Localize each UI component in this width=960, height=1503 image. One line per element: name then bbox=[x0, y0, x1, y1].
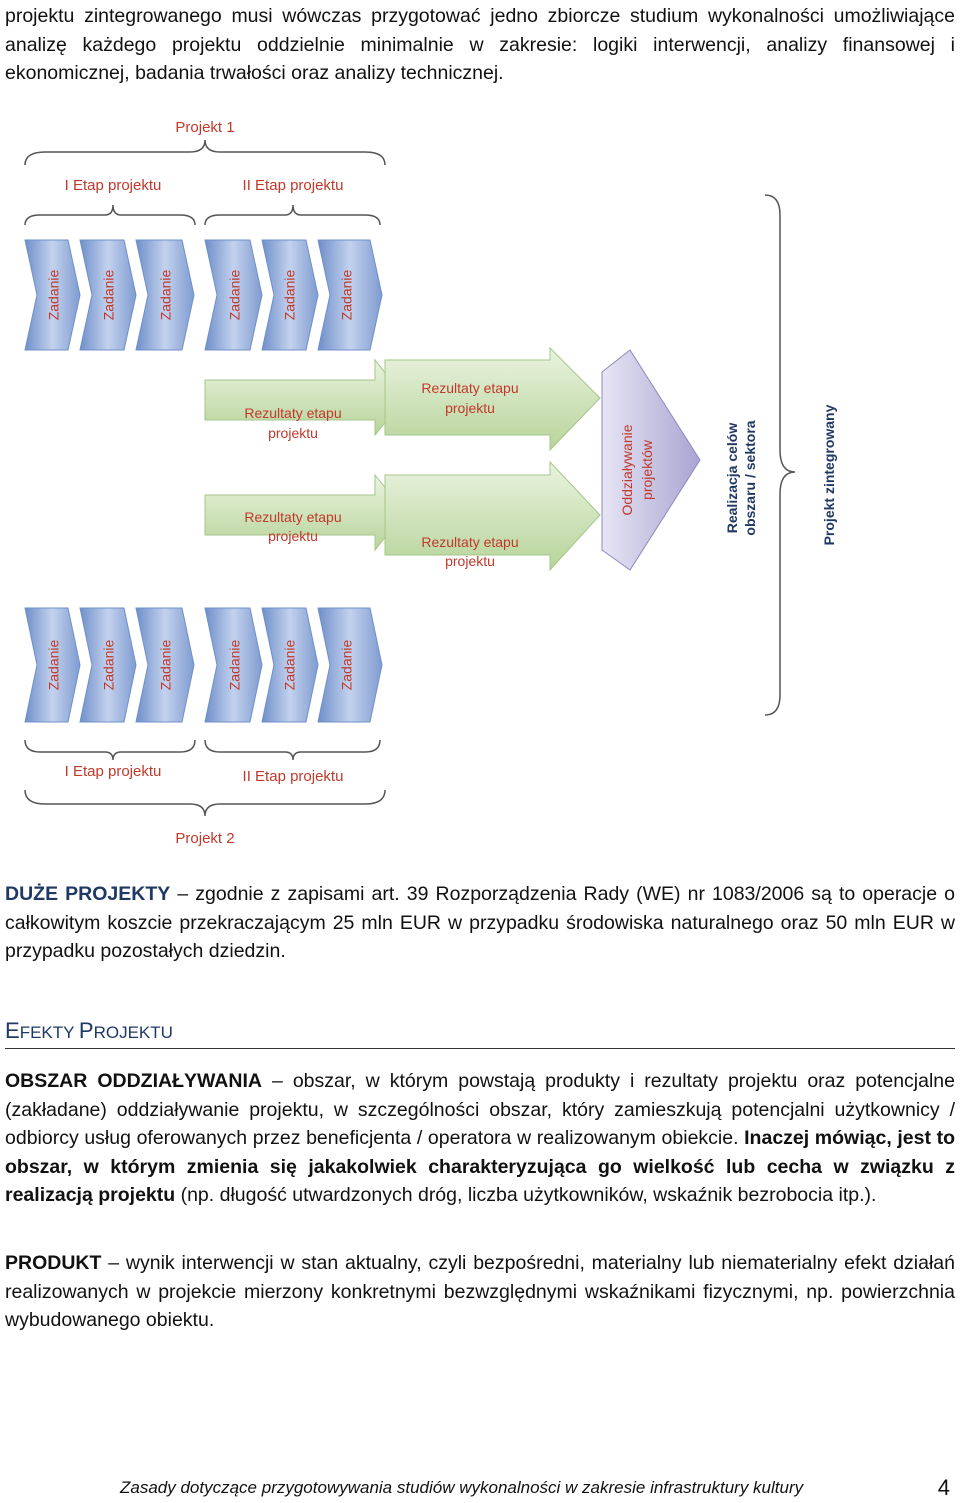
integrated-project-diagram: Projekt 1 I Etap projektu II Etap projek… bbox=[24, 119, 837, 847]
task-chevron: Zadanie bbox=[79, 239, 137, 351]
task-row-top: Zadanie Zadanie Zadanie Zadanie Zadanie … bbox=[24, 239, 383, 351]
svg-text:Zadanie: Zadanie bbox=[101, 269, 117, 320]
page-footer: Zasady dotyczące przygotowywania studiów… bbox=[120, 1478, 804, 1497]
task-chevron: Zadanie bbox=[204, 239, 263, 351]
stage2-label-top: II Etap projektu bbox=[243, 177, 344, 194]
svg-text:Zadanie: Zadanie bbox=[101, 639, 117, 690]
integrated-label: Projekt zintegrowany bbox=[821, 404, 837, 545]
project1-label: Projekt 1 bbox=[175, 119, 234, 136]
svg-text:Zadanie: Zadanie bbox=[158, 269, 174, 320]
svg-text:projektu: projektu bbox=[268, 528, 318, 544]
task-chevron: Zadanie bbox=[204, 607, 263, 723]
svg-text:Zadanie: Zadanie bbox=[46, 269, 62, 320]
results-arrow-1b: Rezultaty etapu projektu bbox=[204, 473, 406, 552]
task-row-bottom: Zadanie Zadanie Zadanie Zadanie Zadanie … bbox=[24, 607, 383, 723]
large-projects-term: DUŻE PROJEKTY bbox=[5, 883, 171, 905]
project1-brace bbox=[24, 139, 386, 166]
intro-text: projektu zintegrowanego musi wówczas prz… bbox=[5, 5, 955, 84]
svg-text:Zadanie: Zadanie bbox=[282, 639, 298, 690]
task-chevron: Zadanie bbox=[135, 239, 195, 351]
large-projects-text: zgodnie z zapisami art. 39 Rozporządzeni… bbox=[5, 883, 956, 962]
svg-text:Rezultaty etapu: Rezultaty etapu bbox=[421, 380, 518, 396]
impact-area-term: OBSZAR ODDZIAŁYWANIA bbox=[5, 1070, 262, 1092]
product-text: wynik interwencji w stan aktualny, czyli… bbox=[5, 1252, 955, 1331]
project2-label: Projekt 2 bbox=[175, 830, 234, 847]
svg-text:projektu: projektu bbox=[445, 553, 495, 569]
svg-text:Oddziaływanie: Oddziaływanie bbox=[619, 424, 635, 515]
project2-brace bbox=[24, 789, 386, 817]
task-chevron: Zadanie bbox=[135, 607, 195, 723]
impact-area-tail: (np. długość utwardzonych dróg, liczba u… bbox=[175, 1184, 877, 1206]
stage2-label-bottom: II Etap projektu bbox=[243, 768, 344, 785]
results-arrow-2a: Rezultaty etapu projektu bbox=[384, 346, 601, 452]
task-chevron: Zadanie bbox=[24, 239, 81, 351]
svg-text:Zadanie: Zadanie bbox=[46, 639, 62, 690]
stage1-label-top: I Etap projektu bbox=[65, 177, 162, 194]
task-chevron: Zadanie bbox=[317, 607, 383, 723]
large-projects-paragraph: DUŻE PROJEKTY – zgodnie z zapisami art. … bbox=[5, 880, 955, 966]
task-chevron: Zadanie bbox=[79, 607, 137, 723]
svg-text:Rezultaty etapu: Rezultaty etapu bbox=[244, 509, 341, 525]
svg-text:Zadanie: Zadanie bbox=[158, 639, 174, 690]
section-heading: EFEKTY PROJEKTU bbox=[5, 1018, 955, 1049]
svg-text:Zadanie: Zadanie bbox=[227, 639, 243, 690]
page-number: 4 bbox=[937, 1475, 950, 1500]
svg-text:projektu: projektu bbox=[268, 425, 318, 441]
impact-area-bold-text: Inaczej mówiąc, jest to obszar, w którym… bbox=[5, 1127, 955, 1206]
task-chevron: Zadanie bbox=[261, 607, 319, 723]
results-arrow-2b: Rezultaty etapu projektu bbox=[384, 460, 601, 572]
stage2-brace-top bbox=[204, 204, 381, 226]
stage1-brace-top bbox=[24, 204, 196, 226]
svg-text:projektów: projektów bbox=[639, 439, 655, 500]
product-paragraph: PRODUKT – wynik interwencji w stan aktua… bbox=[5, 1249, 955, 1335]
stage1-label-bottom: I Etap projektu bbox=[65, 763, 162, 780]
task-chevron: Zadanie bbox=[261, 239, 319, 351]
stage2-brace-bottom bbox=[204, 739, 381, 761]
impact-area-dash: – bbox=[261, 1070, 293, 1092]
impact-arrow: Oddziaływanie projektów bbox=[601, 349, 701, 571]
impact-area-text: obszar, w którym powstają produkty i rez… bbox=[5, 1070, 955, 1149]
svg-text:Rezultaty etapu: Rezultaty etapu bbox=[421, 534, 518, 550]
task-chevron: Zadanie bbox=[317, 239, 383, 351]
intro-paragraph: projektu zintegrowanego musi wówczas prz… bbox=[5, 2, 955, 88]
goals-line1: Realizacja celów bbox=[724, 423, 740, 534]
product-dash: – bbox=[101, 1252, 126, 1274]
svg-text:Zadanie: Zadanie bbox=[339, 269, 355, 320]
stage1-brace-bottom bbox=[24, 739, 196, 761]
svg-text:Rezultaty etapu: Rezultaty etapu bbox=[244, 405, 341, 421]
svg-text:Zadanie: Zadanie bbox=[227, 269, 243, 320]
svg-text:projektu: projektu bbox=[445, 400, 495, 416]
impact-area-paragraph: OBSZAR ODDZIAŁYWANIA – obszar, w którym … bbox=[5, 1067, 955, 1210]
svg-text:Zadanie: Zadanie bbox=[339, 639, 355, 690]
integrated-brace bbox=[764, 194, 796, 716]
results-arrow-1a: Rezultaty etapu projektu bbox=[204, 358, 406, 441]
product-term: PRODUKT bbox=[5, 1252, 102, 1274]
svg-text:Zadanie: Zadanie bbox=[282, 269, 298, 320]
large-projects-dash: – bbox=[170, 883, 196, 905]
goals-line2: obszaru / sektora bbox=[742, 420, 758, 535]
task-chevron: Zadanie bbox=[24, 607, 81, 723]
